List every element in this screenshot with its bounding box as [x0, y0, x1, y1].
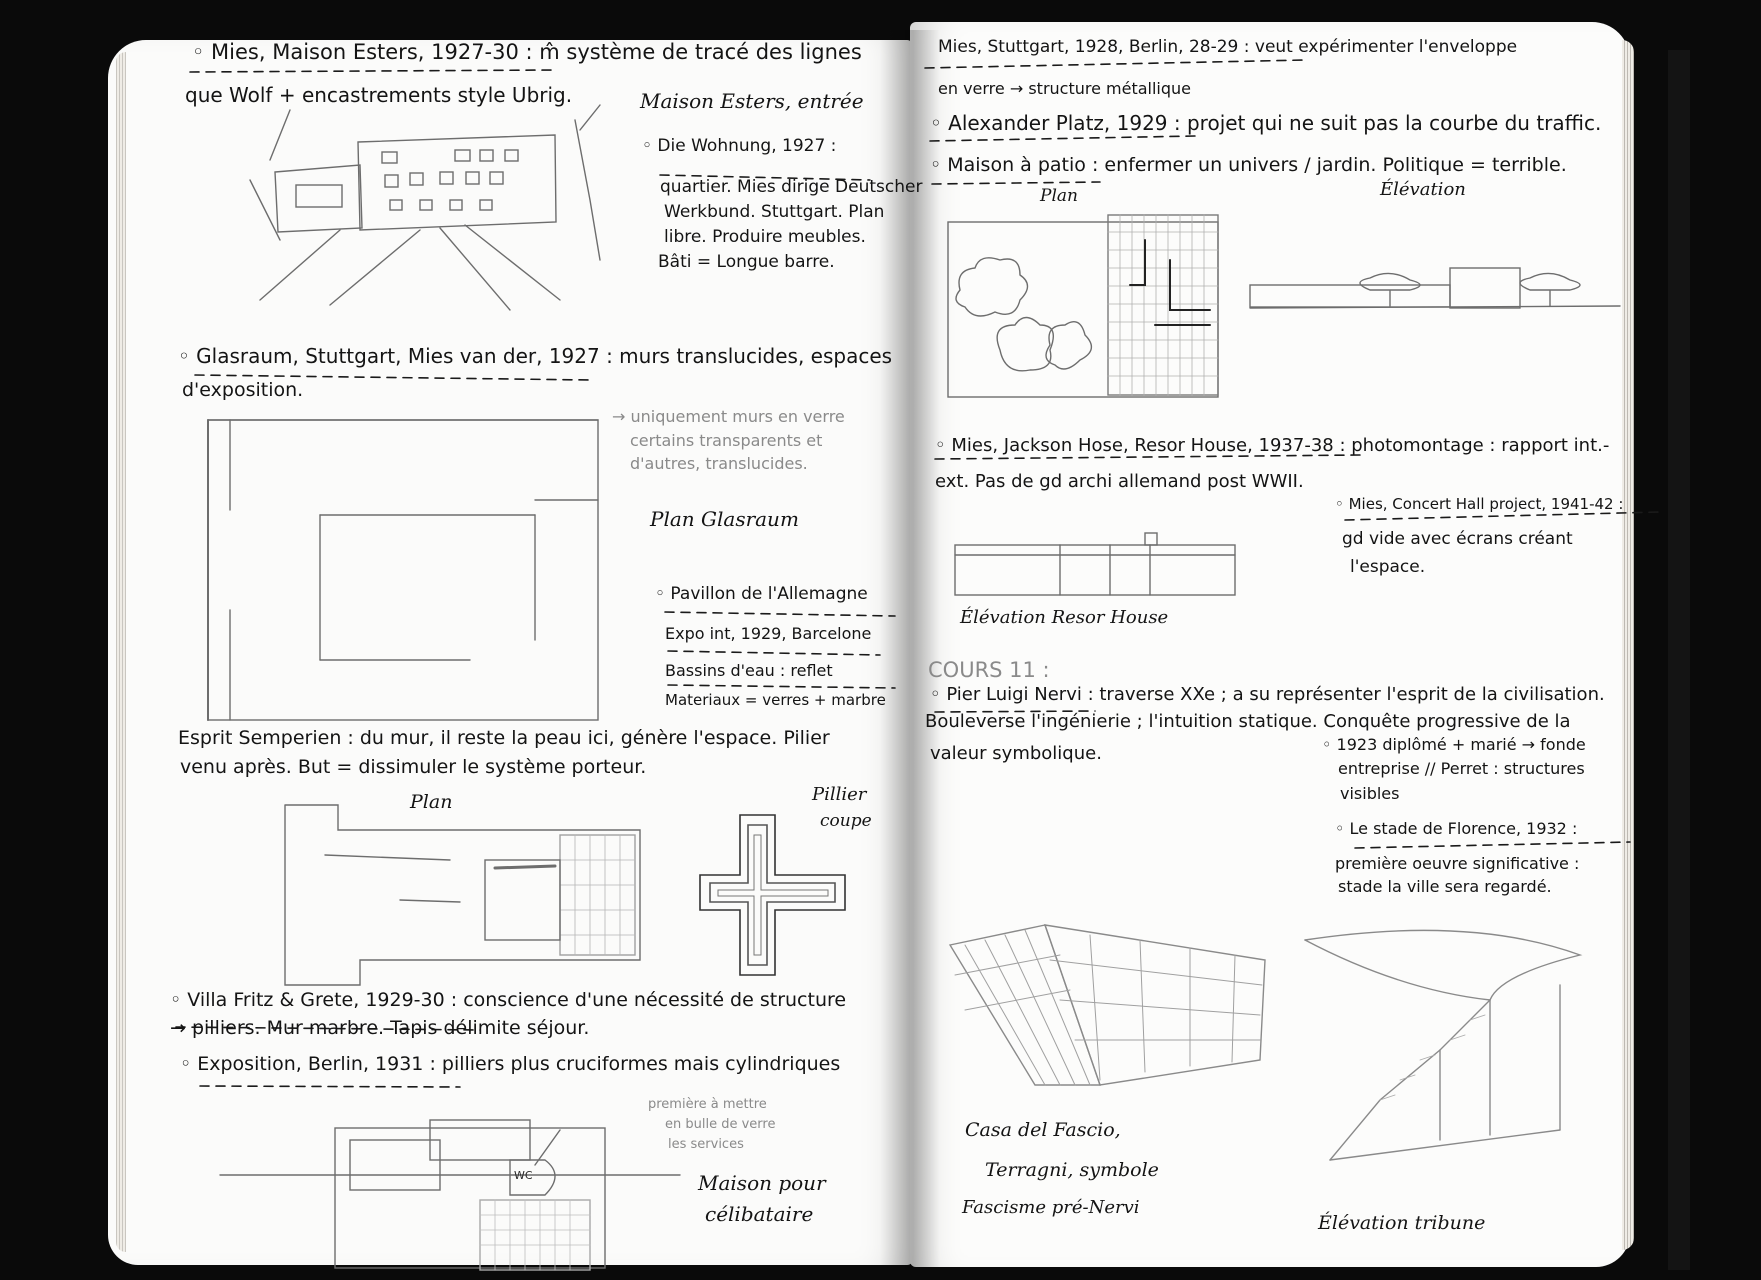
note-resor-house: ◦ Mies, Jackson Hose, Resor House, 1937-…: [935, 435, 1610, 456]
patio-house-plan-sketch: [947, 214, 1219, 398]
right-page-edges: [1622, 40, 1634, 1250]
caption-plan-glasraum: Plan Glasraum: [650, 507, 799, 531]
note-villa-fritz-grete: ◦ Villa Fritz & Grete, 1929-30 : conscie…: [170, 989, 847, 1011]
note-pavillon-expo: Expo int, 1929, Barcelone: [665, 624, 872, 643]
note-pas-de-gd-archi: ext. Pas de gd archi allemand post WWII.: [935, 471, 1304, 492]
note-maison-esters: ◦ Mies, Maison Esters, 1927-30 : m̂ syst…: [192, 40, 862, 64]
resor-house-elevation-sketch: [954, 532, 1236, 596]
book-gutter-shadow: [880, 30, 940, 1270]
caption-fascisme: Fascisme pré-Nervi: [962, 1197, 1140, 1218]
label-wc: WC: [514, 1169, 533, 1182]
caption-casa-del-fascio: Casa del Fascio,: [965, 1119, 1121, 1141]
caption-plan-pavillon: Plan: [410, 791, 453, 813]
note-premiere-mettre: première à mettre: [648, 1097, 767, 1112]
note-wohnung-libre: libre. Produire meubles.: [664, 227, 866, 247]
caption-celibataire: célibataire: [705, 1202, 814, 1226]
note-entreprise-perret: entreprise // Perret : structures: [1338, 759, 1585, 778]
note-visibles: visibles: [1340, 784, 1400, 803]
note-wohnung-bati: Bâti = Longue barre.: [658, 252, 835, 272]
note-pavillon-bassins: Bassins d'eau : reflet: [665, 661, 833, 680]
note-wohnung-quartier: quartier. Mies dirige Deutscher: [660, 177, 923, 197]
caption-patio-elevation: Élévation: [1380, 179, 1466, 200]
note-bulle-verre: en bulle de verre: [665, 1117, 776, 1132]
note-dissimuler: venu après. But = dissimuler le système …: [180, 756, 647, 778]
caption-pillier: Pillier: [812, 784, 867, 805]
maison-celibataire-plan-sketch: [219, 1119, 681, 1271]
patio-house-elevation-sketch: [1249, 267, 1621, 309]
cruciform-pillar-sketch: [699, 814, 846, 976]
note-concert-hall: ◦ Mies, Concert Hall project, 1941-42 :: [1335, 495, 1624, 513]
note-valeur-symbolique: valeur symbolique.: [930, 743, 1102, 764]
note-structure-metallique: en verre → structure métallique: [938, 79, 1192, 98]
note-services: les services: [668, 1137, 744, 1152]
stadium-tribune-sketch: [1304, 929, 1583, 1161]
note-glass-walls-3: d'autres, translucides.: [630, 454, 808, 473]
note-alexander-platz: ◦ Alexander Platz, 1929 : projet qui ne …: [930, 111, 1602, 135]
caption-elevation-tribune: Élévation tribune: [1318, 1212, 1486, 1234]
caption-maison-pour: Maison pour: [698, 1171, 826, 1195]
notebook-elastic-band: [1668, 50, 1690, 1270]
note-pavillon: ◦ Pavillon de l'Allemagne: [655, 584, 868, 604]
caption-terragni: Terragni, symbole: [985, 1159, 1159, 1181]
note-wohnung-werkbund: Werkbund. Stuttgart. Plan: [664, 202, 885, 222]
left-page-edges: [116, 52, 126, 1252]
left-page: [108, 40, 913, 1265]
note-stade-ville: stade la ville sera regardé.: [1338, 877, 1552, 896]
note-glasraum: ◦ Glasraum, Stuttgart, Mies van der, 192…: [178, 344, 893, 368]
caption-patio-plan: Plan: [1040, 186, 1078, 206]
caption-elevation-resor: Élévation Resor House: [960, 607, 1169, 628]
casa-del-fascio-sketch: [948, 924, 1266, 1086]
glasraum-plan-sketch: [207, 419, 599, 721]
note-1923-diplome: ◦ 1923 diplômé + marié → fonde: [1322, 735, 1586, 754]
heading-cours-11: COURS 11 :: [928, 658, 1050, 682]
underlines-left: [175, 69, 896, 1088]
note-mies-stuttgart: Mies, Stuttgart, 1928, Berlin, 28-29 : v…: [938, 37, 1518, 57]
note-premiere-oeuvre: première oeuvre significative :: [1335, 854, 1580, 873]
pavillon-plan-sketch: [284, 804, 641, 986]
caption-maison-esters: Maison Esters, entrée: [640, 89, 864, 113]
caption-coupe: coupe: [820, 811, 872, 831]
note-wolf-ubrig: que Wolf + encastrements style Ubrig.: [185, 83, 573, 107]
note-pilliers-marbre: → pilliers. Mur marbre. Tapis délimite s…: [170, 1017, 590, 1039]
note-pavillon-materiaux: Materiaux = verres + marbre: [665, 691, 886, 709]
note-glass-walls-1: → uniquement murs en verre: [612, 407, 845, 426]
note-espace: l'espace.: [1350, 557, 1426, 577]
note-gd-vide: gd vide avec écrans créant: [1342, 529, 1573, 549]
note-glass-walls-2: certains transparents et: [630, 431, 823, 450]
maison-esters-sketch: [249, 104, 601, 311]
underlines-right: [924, 59, 1661, 849]
note-maison-patio: ◦ Maison à patio : enfermer un univers /…: [930, 154, 1567, 176]
note-stade-florence: ◦ Le stade de Florence, 1932 :: [1335, 819, 1578, 838]
note-luigi-nervi: ◦ Pier Luigi Nervi : traverse XXe ; a su…: [930, 684, 1605, 705]
note-exposition-spaces: d'exposition.: [182, 379, 304, 401]
note-exposition-berlin: ◦ Exposition, Berlin, 1931 : pilliers pl…: [180, 1053, 841, 1075]
note-bouleverse: Bouleverse l'ingénierie ; l'intuition st…: [925, 711, 1571, 732]
note-esprit-semperien: Esprit Semperien : du mur, il reste la p…: [178, 727, 830, 749]
note-die-wohnung: ◦ Die Wohnung, 1927 :: [642, 136, 837, 156]
